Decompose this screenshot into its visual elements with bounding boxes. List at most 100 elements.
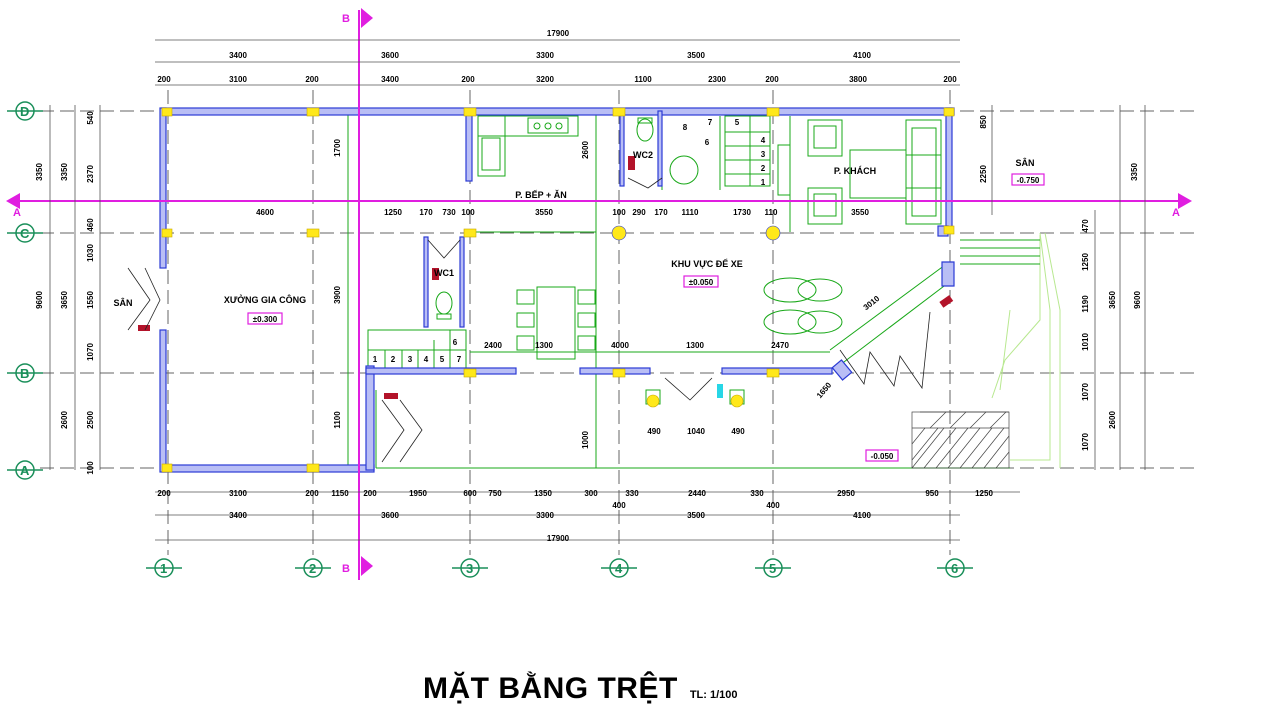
room-parking-label: KHU VỰC ĐỂ XE	[671, 258, 742, 269]
dim-right-small: 2250	[979, 165, 988, 183]
room-yard-left-label: SÂN	[113, 297, 132, 308]
left-dimensions: 3350 3650 2600 9600 3350 540 2370 460 10…	[35, 111, 95, 475]
dim-left-inner: 100	[86, 461, 95, 475]
dim-right-inner: 1250	[1081, 253, 1090, 271]
stair-step-upper: 7	[708, 118, 713, 127]
dim-mid: 110	[765, 208, 778, 217]
dim-vertical: 1100	[333, 411, 342, 429]
dim-bot-r1: 600	[463, 489, 477, 498]
columns	[161, 107, 955, 473]
section-a-right-label: A	[1172, 207, 1180, 219]
dim-bot-r2: 3300	[536, 511, 554, 520]
dim-left-inner: 1070	[86, 343, 95, 361]
axis-bubbles	[7, 101, 973, 578]
dim-right-outer: 2600	[1108, 411, 1117, 429]
dim-kitchen: 4000	[611, 341, 629, 350]
stair-step: 6	[453, 338, 458, 347]
fixture-markers	[138, 156, 954, 399]
dim-bot-r1: 1950	[409, 489, 427, 498]
dim-kitchen: 2470	[771, 341, 789, 350]
dim-vertical: 3900	[333, 286, 342, 304]
dim-kitchen: 2400	[484, 341, 502, 350]
drawing-scale-text: TL: 1/100	[689, 689, 738, 701]
interior-lines	[347, 111, 1061, 469]
interior-dimensions: 4600 1250 170 730 100 3550 100 290 170 1…	[256, 139, 882, 449]
dim-vertical: 1000	[581, 431, 590, 449]
dim-mid: 290	[632, 208, 646, 217]
stair-step-upper: 8	[683, 123, 688, 132]
dim-top-r1: 3300	[536, 51, 554, 60]
dim-bot-r1: 2440	[688, 489, 706, 498]
room-wc1-label: WC1	[434, 268, 454, 278]
dim-top-r1: 4100	[853, 51, 871, 60]
axis-col-3: 3	[466, 561, 473, 576]
dim-mid: 1730	[733, 208, 751, 217]
dim-top-total: 17900	[547, 29, 570, 38]
dim-top-r2: 3800	[849, 75, 867, 84]
level-parking: ±0.050	[689, 278, 714, 287]
axis-col-1: 1	[160, 561, 167, 576]
section-a-left-label: A	[13, 207, 21, 219]
axis-col-2: 2	[309, 561, 316, 576]
dim-bot-r1: 3100	[229, 489, 247, 498]
dim-bot-r2: 3600	[381, 511, 399, 520]
dim-left-inner: 540	[86, 111, 95, 125]
dim-bot-r1: 1350	[534, 489, 552, 498]
dim-bot-r2: 3400	[229, 511, 247, 520]
axis-row-a: A	[20, 463, 30, 478]
dim-mid: 100	[461, 208, 475, 217]
dim-top-r2: 1100	[634, 75, 652, 84]
stair-step: 5	[440, 355, 445, 364]
dim-right-total: 9600	[1133, 291, 1142, 309]
dim-right-outer: 3650	[1108, 291, 1117, 309]
room-wc2-label: WC2	[633, 150, 653, 160]
dim-top-r2: 200	[305, 75, 319, 84]
door-swings	[127, 177, 931, 463]
dim-bot-r1: 330	[625, 489, 639, 498]
dim-entrance: 490	[647, 427, 661, 436]
axis-col-5: 5	[769, 561, 776, 576]
dim-top-r2: 200	[943, 75, 957, 84]
dim-left-inner: 1030	[86, 244, 95, 262]
stair-numbers: 1 2 3 4 5 6 7 1 2 3 4 5 6 7 8	[373, 118, 766, 364]
dim-left-outer: 3350	[35, 163, 44, 181]
section-arrows	[6, 8, 1192, 576]
dim-kitchen: 1300	[535, 341, 553, 350]
level-entrance: -0.050	[871, 452, 894, 461]
dim-bot-r1: 1150	[331, 489, 349, 498]
dim-bot-r1: 200	[363, 489, 377, 498]
axis-col-6: 6	[951, 561, 958, 576]
dim-right-inner: 1010	[1081, 333, 1090, 351]
dim-top-r1: 3600	[381, 51, 399, 60]
section-lines	[20, 10, 1180, 580]
stair-step: 3	[408, 355, 413, 364]
terrace-hatch	[911, 411, 1010, 469]
dim-right-inner: 1070	[1081, 383, 1090, 401]
level-workshop: ±0.300	[253, 315, 278, 324]
dim-left-outer: 3350	[60, 163, 69, 181]
stair-step-upper: 2	[761, 164, 766, 173]
dim-bot-mid: 400	[612, 501, 626, 510]
dim-top-r2: 200	[765, 75, 779, 84]
dim-right-inner: 1070	[1081, 433, 1090, 451]
dim-diagonal: 3010	[862, 294, 882, 312]
stair-step-upper: 4	[761, 136, 766, 145]
dim-left-inner: 2500	[86, 411, 95, 429]
dim-top-r2: 200	[461, 75, 475, 84]
right-dimensions: 3350 3650 2600 9600 470 1250 1190 1010 1…	[979, 115, 1142, 451]
dim-mid: 3550	[851, 208, 869, 217]
axis-row-c: C	[20, 226, 30, 241]
dim-bot-r1: 750	[488, 489, 502, 498]
drawing-title-text: MẶT BẰNG TRỆT	[423, 672, 678, 705]
dim-left-inner: 2370	[86, 165, 95, 183]
dim-mid: 170	[419, 208, 433, 217]
stair-step-upper: 3	[761, 150, 766, 159]
dim-mid: 730	[442, 208, 456, 217]
dim-right-inner: 470	[1081, 219, 1090, 233]
axis-row-d: D	[20, 104, 29, 119]
level-yard-right: -0.750	[1017, 176, 1040, 185]
dim-mid: 100	[612, 208, 626, 217]
dim-bot-r1: 1250	[975, 489, 993, 498]
dim-bot-r1: 200	[305, 489, 319, 498]
